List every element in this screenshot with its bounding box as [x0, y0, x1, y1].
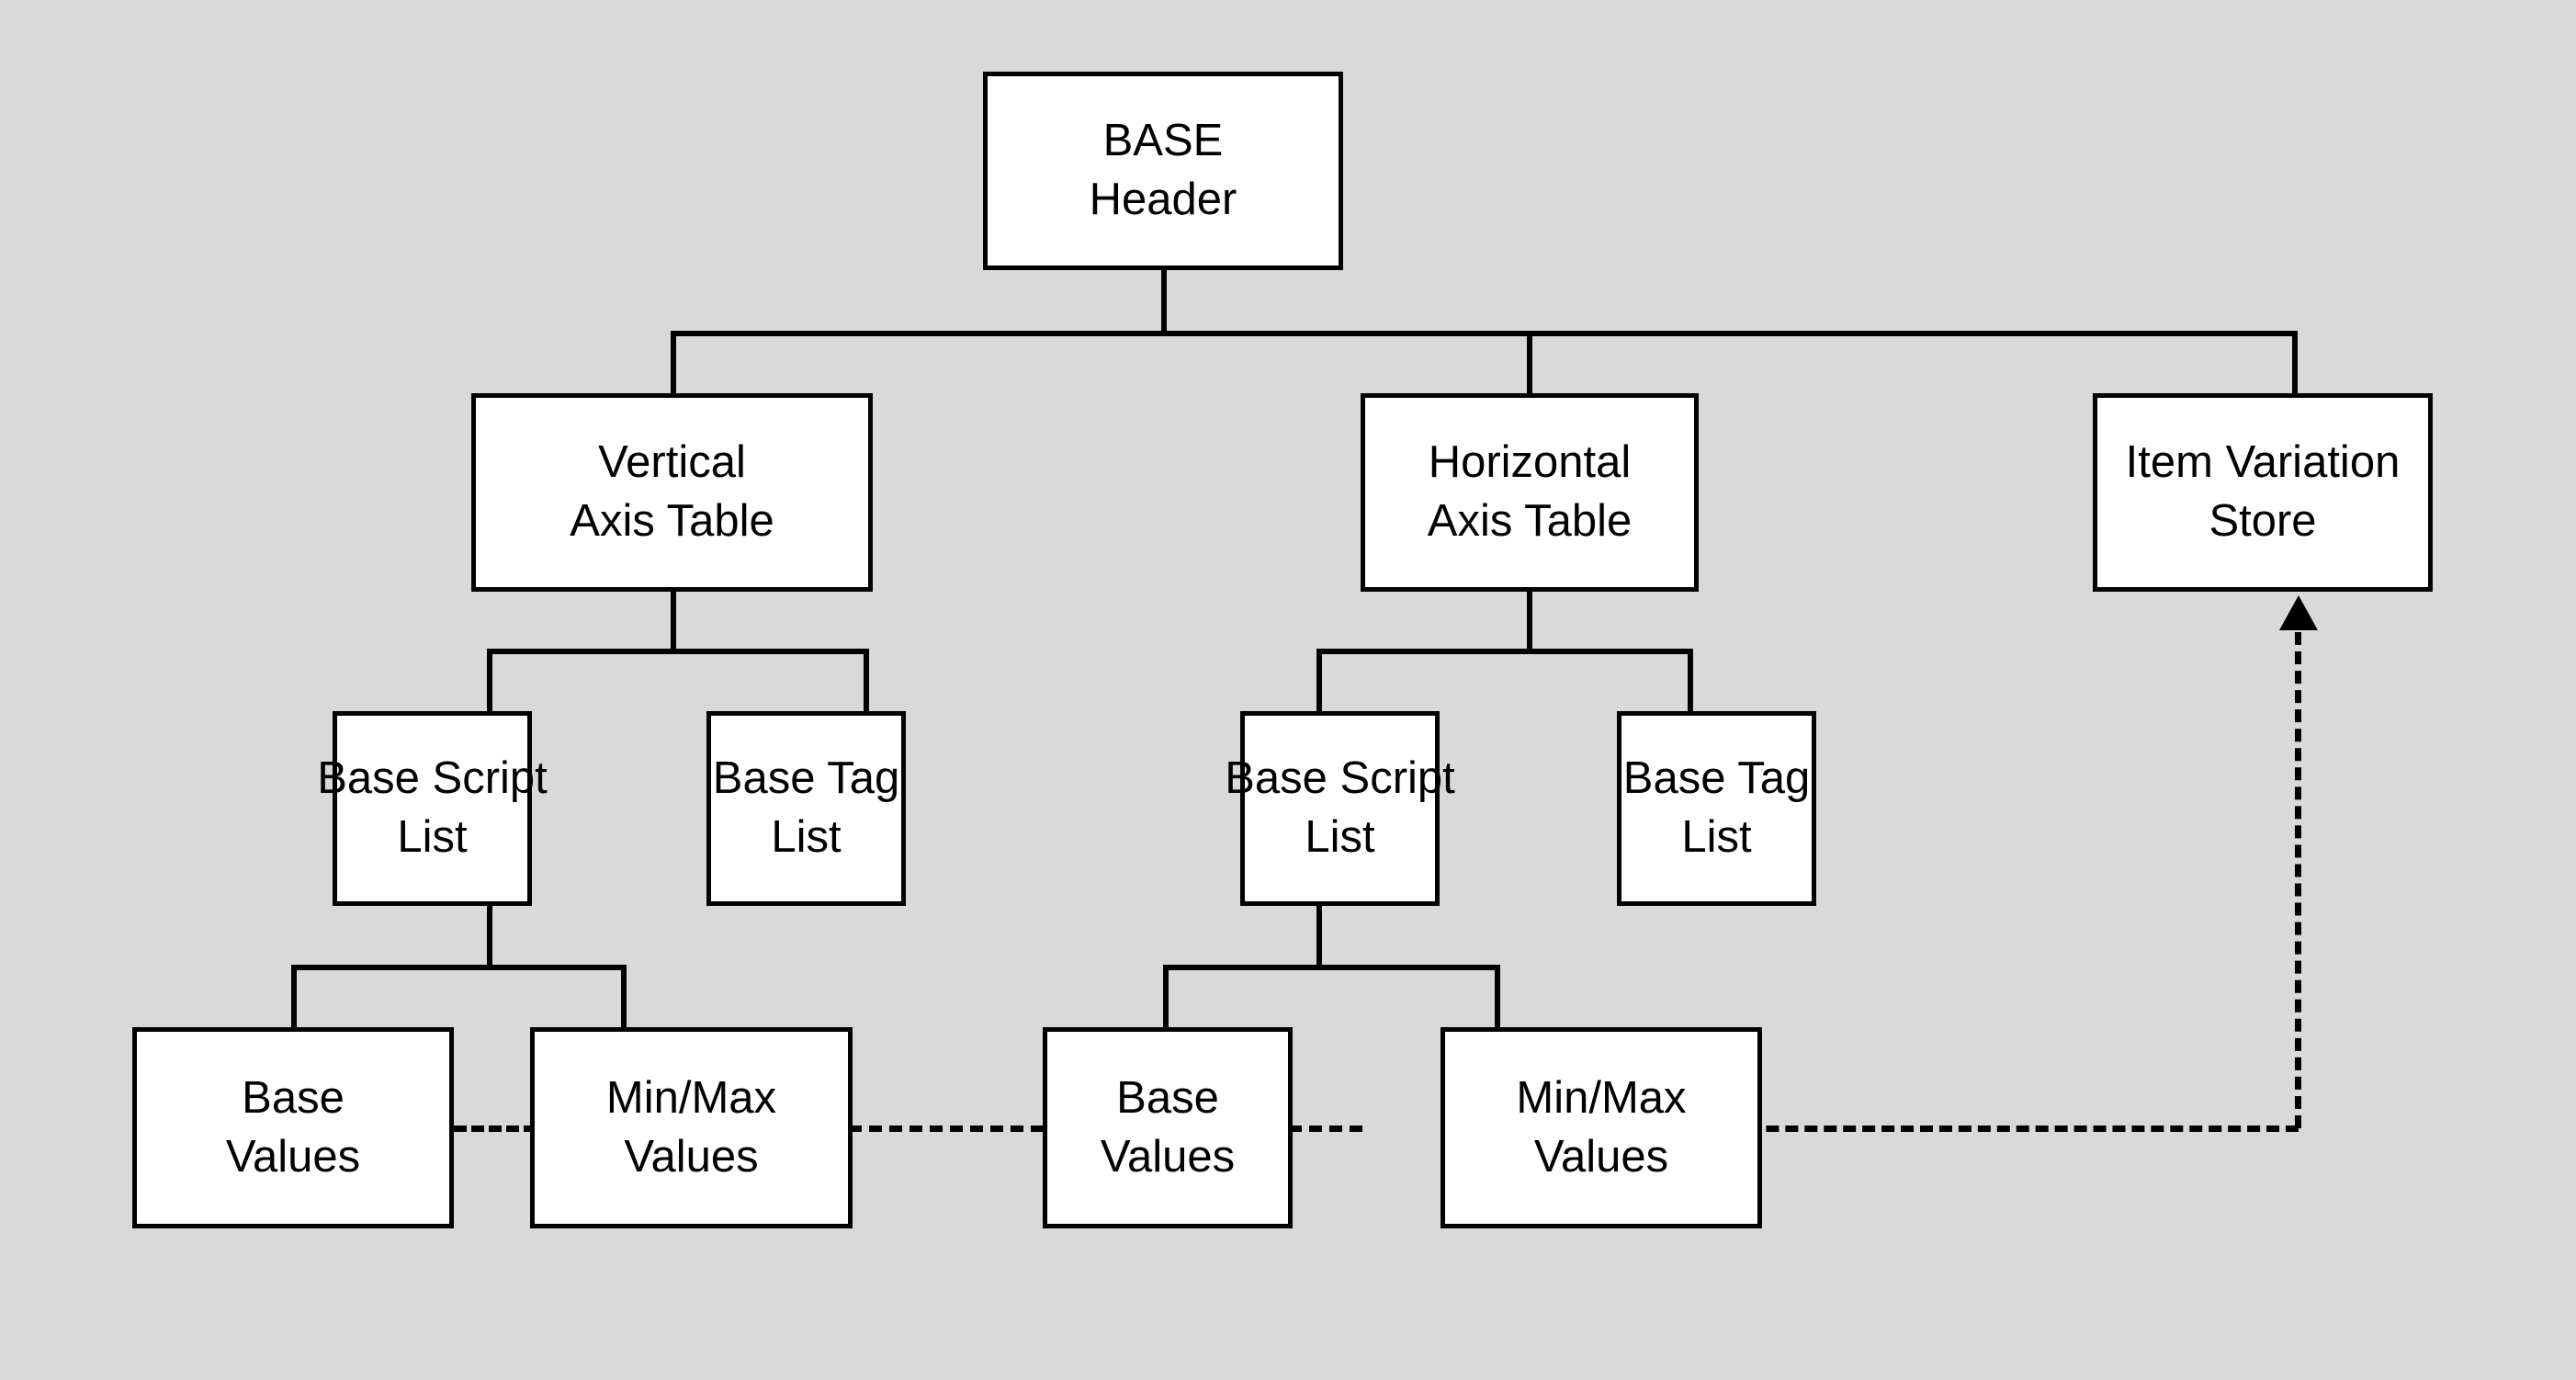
node-vertical-base-tag-list[interactable]: Base Tag List: [706, 711, 906, 906]
node-horizontal-min-max-values-line1: Min/Max: [1516, 1072, 1687, 1123]
connector-horizontal-axis-drop-script: [1316, 649, 1322, 713]
connector-horizontal-axis-stem: [1527, 588, 1532, 652]
node-horizontal-axis-table[interactable]: Horizontal Axis Table: [1361, 393, 1699, 592]
connector-v-script-stem: [487, 904, 492, 968]
node-horizontal-base-script-list-line2: List: [1305, 812, 1375, 862]
dashed-link-v-base-to-v-minmax: [454, 1125, 537, 1132]
connector-horizontal-axis-drop-tag: [1688, 649, 1693, 713]
connector-h-script-drop-minmax: [1495, 965, 1500, 1029]
node-item-variation-store[interactable]: Item Variation Store: [2093, 393, 2433, 592]
connector-vertical-axis-stem: [671, 588, 676, 652]
node-horizontal-base-script-list[interactable]: Base Script List: [1225, 711, 1455, 906]
dashed-link-h-minmax-to-store-vertical: [2295, 632, 2301, 1128]
dashed-link-h-base-to-h-minmax: [1289, 1125, 1362, 1132]
node-horizontal-min-max-values[interactable]: Min/Max Values: [1441, 1027, 1762, 1228]
node-horizontal-axis-table-line1: Horizontal: [1428, 437, 1632, 488]
node-vertical-base-values[interactable]: Base Values: [132, 1027, 454, 1228]
node-horizontal-base-script-list-line1: Base Script: [1225, 753, 1455, 804]
node-horizontal-axis-table-line2: Axis Table: [1427, 496, 1633, 546]
node-horizontal-base-values-line2: Values: [1100, 1131, 1236, 1182]
node-vertical-base-script-list-line1: Base Script: [317, 753, 548, 804]
dashed-link-v-minmax-to-h-base: [849, 1125, 1044, 1132]
node-vertical-min-max-values[interactable]: Min/Max Values: [530, 1027, 853, 1228]
node-base-header-line1: BASE: [1102, 116, 1224, 166]
connector-h-script-stem: [1316, 904, 1322, 968]
connector-vertical-axis-drop-tag: [864, 649, 869, 713]
node-horizontal-base-values-line1: Base: [1116, 1072, 1219, 1123]
connector-bus-drop-horizontal-axis: [1527, 331, 1532, 395]
node-vertical-min-max-values-line1: Min/Max: [605, 1072, 777, 1123]
connector-v-script-drop-base: [291, 965, 297, 1029]
node-vertical-base-values-line2: Values: [225, 1131, 361, 1182]
node-horizontal-base-tag-list[interactable]: Base Tag List: [1617, 711, 1816, 906]
node-horizontal-base-tag-list-line1: Base Tag: [1622, 753, 1811, 804]
node-base-header-line2: Header: [1089, 175, 1237, 224]
connector-vertical-axis-bus: [487, 649, 869, 654]
connector-h-script-bus: [1163, 965, 1500, 970]
connector-vertical-axis-drop-script: [487, 649, 492, 713]
connector-v-script-drop-minmax: [621, 965, 627, 1029]
node-item-variation-store-line2: Store: [2209, 496, 2317, 546]
node-vertical-axis-table[interactable]: Vertical Axis Table: [471, 393, 873, 592]
node-vertical-base-tag-list-line1: Base Tag: [712, 753, 900, 804]
node-horizontal-base-tag-list-line2: List: [1681, 812, 1752, 862]
connector-h-script-drop-base: [1163, 965, 1169, 1029]
node-vertical-axis-table-line2: Axis Table: [570, 496, 774, 546]
connector-base-header-stem: [1161, 268, 1167, 336]
arrowhead-to-item-variation-store: [2279, 595, 2318, 630]
node-horizontal-min-max-values-line2: Values: [1533, 1131, 1669, 1182]
node-vertical-base-values-line1: Base: [242, 1072, 345, 1123]
node-vertical-min-max-values-line2: Values: [624, 1131, 759, 1182]
dashed-link-h-minmax-to-store-horizontal: [1554, 1125, 2299, 1132]
node-item-variation-store-line1: Item Variation: [2125, 437, 2401, 488]
node-vertical-base-tag-list-line2: List: [771, 812, 842, 862]
connector-v-script-bus: [291, 965, 627, 970]
node-horizontal-base-values[interactable]: Base Values: [1043, 1027, 1293, 1228]
connector-top-bus: [671, 331, 2298, 336]
connector-bus-drop-vertical-axis: [671, 331, 676, 395]
connector-horizontal-axis-bus: [1316, 649, 1693, 654]
node-base-header[interactable]: BASE Header: [983, 72, 1343, 270]
connector-bus-drop-item-variation-store: [2292, 331, 2298, 395]
node-vertical-base-script-list-line2: List: [397, 812, 468, 862]
node-vertical-axis-table-line1: Vertical: [598, 437, 746, 488]
node-vertical-base-script-list[interactable]: Base Script List: [317, 711, 548, 906]
